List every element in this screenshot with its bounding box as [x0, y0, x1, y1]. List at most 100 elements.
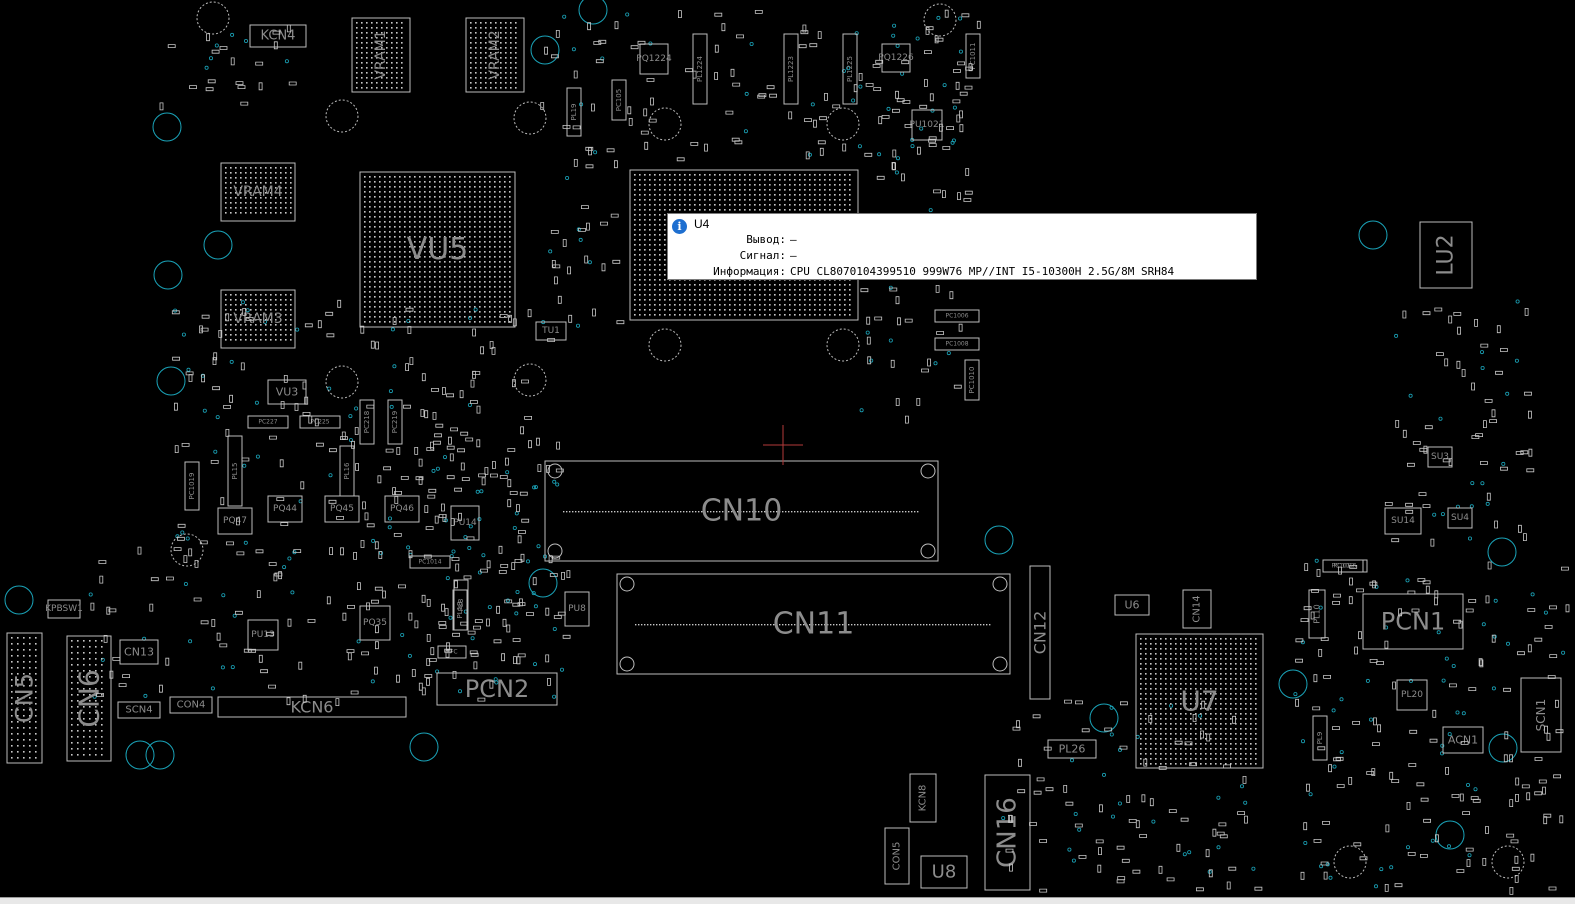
component-pl20[interactable]: PL20: [1396, 679, 1428, 711]
component-pq45[interactable]: PQ45: [324, 495, 360, 523]
component-pl26[interactable]: PL26: [1047, 739, 1097, 759]
component-label: PL16: [343, 462, 351, 480]
component-con4[interactable]: CON4: [169, 696, 213, 714]
component-pl1223[interactable]: PL1223: [783, 33, 799, 105]
component-cn11[interactable]: CN11: [616, 573, 1011, 675]
component-pl1224[interactable]: PL1224: [692, 33, 708, 105]
component-scn1[interactable]: SCN1: [1520, 677, 1562, 753]
component-pc1006[interactable]: PC1006: [934, 309, 980, 323]
component-label: PL19: [570, 103, 578, 120]
component-vram4[interactable]: VRAM4: [220, 162, 296, 222]
component-kpbsw1[interactable]: KPBSW1: [45, 599, 83, 619]
component-vu5[interactable]: VU5: [359, 171, 516, 328]
component-su14[interactable]: SU14: [1384, 507, 1422, 535]
component-label: PL9: [1316, 732, 1324, 745]
component-pq46[interactable]: PQ46: [384, 495, 420, 523]
component-pq47[interactable]: PQ47: [217, 507, 253, 535]
component-label: CN11: [773, 607, 855, 642]
component-pc225[interactable]: PC225: [299, 415, 341, 429]
component-label: SCN4: [125, 705, 152, 716]
component-label: KPBSW1: [45, 604, 83, 614]
component-label: U7: [1180, 685, 1218, 718]
tooltip-title: U4: [694, 217, 710, 231]
component-label: PQ1226: [878, 53, 914, 63]
component-pcn1[interactable]: PCN1: [1362, 593, 1464, 650]
component-pc1011[interactable]: PC1011: [965, 33, 981, 79]
component-label: PC1008: [945, 341, 968, 348]
component-pc1008[interactable]: PC1008: [934, 337, 980, 351]
component-label: CN13: [124, 646, 154, 659]
signal-label: Сигнал:: [739, 249, 786, 262]
component-label: PL26: [1059, 743, 1086, 756]
component-con5[interactable]: CON5: [884, 827, 910, 885]
component-label: KCN8: [918, 785, 929, 812]
pin-value: —: [790, 233, 797, 246]
component-lu2[interactable]: LU2: [1419, 221, 1473, 289]
component-label: PQ44: [273, 504, 297, 514]
component-pc1019[interactable]: PC1019: [184, 461, 200, 511]
component-label: PL10: [1313, 604, 1322, 623]
component-pu14[interactable]: PU14: [450, 505, 480, 541]
component-scn4[interactable]: SCN4: [117, 701, 161, 719]
component-label: VU5: [407, 232, 469, 267]
component-vram1[interactable]: VRAM1: [351, 17, 411, 93]
component-label: PQ45: [330, 504, 354, 514]
component-label: CN10: [701, 494, 783, 529]
component-label: PQ1224: [636, 54, 672, 64]
component-vu3[interactable]: VU3: [267, 379, 307, 405]
component-label: PL18: [456, 601, 464, 618]
component-cn5[interactable]: CN5: [6, 632, 43, 764]
component-pc218[interactable]: PC218: [359, 399, 375, 445]
component-pl9[interactable]: PL9: [1312, 715, 1328, 761]
component-pcn2[interactable]: PCN2: [436, 672, 558, 706]
component-label: CN14: [1192, 595, 1203, 622]
component-pc1014[interactable]: PC1014: [409, 555, 451, 569]
component-label: PC105: [615, 89, 623, 111]
component-pl10[interactable]: PL10: [1308, 589, 1326, 639]
component-label: VU3: [276, 386, 299, 399]
component-su3[interactable]: SU3: [1427, 446, 1453, 468]
component-kcn6[interactable]: KCN6: [217, 696, 407, 718]
component-pl15[interactable]: PL15: [227, 435, 243, 507]
component-label: VRAM1: [373, 30, 389, 79]
component-label: PQ46: [390, 504, 414, 514]
component-label: SU4: [1451, 513, 1469, 523]
component-label: CN16: [993, 797, 1023, 868]
component-pq35[interactable]: PQ35: [359, 605, 391, 641]
component-kcn8[interactable]: KCN8: [909, 773, 937, 823]
component-pl19[interactable]: PL19: [566, 87, 582, 137]
component-pc1010[interactable]: PC1010: [964, 359, 980, 401]
component-acn1[interactable]: ACN1: [1442, 726, 1484, 754]
component-pl1225[interactable]: PL1225: [842, 33, 858, 105]
component-label: PL1225: [846, 56, 854, 82]
component-pc1016[interactable]: PC1016: [1322, 559, 1368, 573]
component-u6[interactable]: U6: [1114, 594, 1150, 616]
component-pc105[interactable]: PC105: [611, 79, 627, 121]
component-label: PC1014: [418, 559, 441, 566]
component-pu13[interactable]: PU13: [247, 619, 279, 651]
component-u7[interactable]: U7: [1135, 633, 1264, 769]
component-vram2[interactable]: VRAM2: [465, 17, 525, 93]
component-pl18[interactable]: PL18: [452, 589, 468, 631]
component-cn13[interactable]: CN13: [119, 639, 159, 665]
component-cn16[interactable]: CN16: [984, 774, 1031, 891]
component-pl16[interactable]: PL16: [339, 445, 355, 497]
component-cn12[interactable]: CN12: [1029, 565, 1051, 700]
component-label: PC225: [310, 419, 329, 426]
component-pq44[interactable]: PQ44: [267, 495, 303, 523]
component-pq1224[interactable]: PQ1224: [636, 43, 672, 75]
component-cn14[interactable]: CN14: [1182, 589, 1212, 629]
component-u8[interactable]: U8: [920, 855, 968, 889]
component-cn10[interactable]: CN10: [544, 460, 939, 562]
component-vram3[interactable]: VRAM3: [220, 289, 296, 349]
component-kcn4[interactable]: KCN4: [249, 24, 307, 48]
component-su4[interactable]: SU4: [1447, 507, 1473, 529]
component-pc227[interactable]: PC227: [247, 415, 289, 429]
component-cn6[interactable]: CN6: [66, 635, 112, 762]
component-pu8[interactable]: PU8: [564, 591, 590, 627]
component-pq1226[interactable]: PQ1226: [878, 43, 914, 73]
component-tu1[interactable]: TU1: [535, 321, 567, 341]
component-pc219[interactable]: PC219: [387, 399, 403, 445]
